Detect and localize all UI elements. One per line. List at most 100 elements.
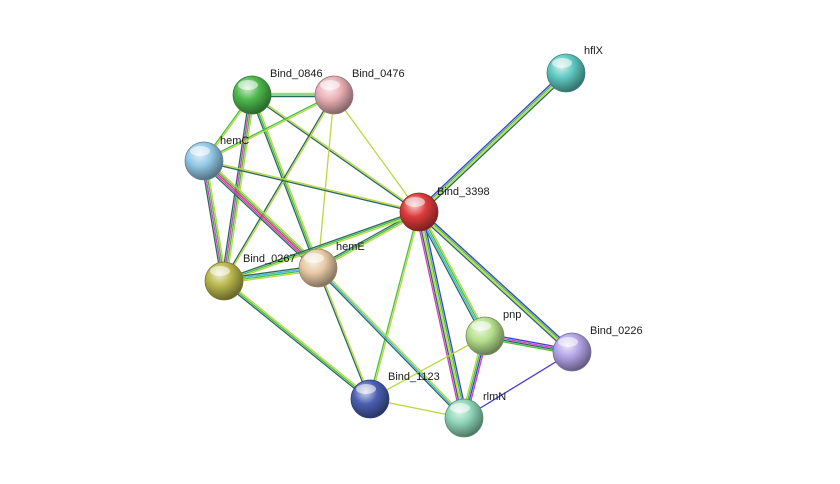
edge-Bind_0846-Bind_3398	[250, 93, 421, 214]
node-Bind_3398[interactable]: Bind_3398	[399, 186, 490, 232]
node-hflX[interactable]: hflX	[546, 45, 604, 93]
node-label: Bind_0846	[270, 68, 323, 80]
node-highlight	[210, 266, 230, 276]
edge-pnp-Bind_1123	[369, 335, 486, 400]
node-label: rlmN	[483, 391, 506, 403]
edge-strand	[418, 210, 574, 353]
node-highlight	[558, 337, 578, 347]
edge-strand	[203, 95, 336, 163]
node-highlight	[238, 80, 258, 90]
edge-strand	[419, 210, 487, 337]
node-hemE[interactable]: hemE	[298, 241, 365, 288]
edge-strand	[251, 93, 421, 212]
edge-Bind_0267-Bind_1123	[222, 279, 372, 401]
node-label: Bind_0267	[243, 253, 296, 265]
edge-strand	[203, 159, 420, 212]
node-Bind_1123[interactable]: Bind_1123	[350, 371, 440, 419]
edge-strand	[416, 70, 566, 211]
node-label: Bind_1123	[388, 371, 440, 383]
edge-strand	[421, 210, 468, 418]
edge-hemC-hemE	[201, 158, 321, 271]
edge-Bind_0476-hemC	[202, 93, 336, 163]
edge-strand	[224, 279, 372, 399]
edge-Bind_3398-Bind_1123	[368, 211, 421, 400]
node-Bind_0846[interactable]: Bind_0846	[232, 68, 323, 115]
edge-strand	[419, 209, 575, 351]
edge-hemE-rlmN	[316, 266, 466, 420]
edge-Bind_3398-Bind_0226	[416, 209, 575, 355]
edge-strand	[370, 211, 421, 400]
edge-strand	[224, 94, 336, 283]
edge-strand	[420, 210, 488, 336]
edge-strand	[416, 211, 464, 419]
edge-strand	[418, 211, 465, 419]
node-Bind_0267[interactable]: Bind_0267	[204, 253, 296, 301]
edge-Bind_0476-Bind_0267	[222, 93, 336, 283]
edge-strand	[202, 161, 318, 270]
edge-strand	[416, 213, 572, 355]
node-label: hemC	[220, 135, 249, 147]
edge-strand	[418, 72, 568, 214]
node-highlight	[356, 384, 376, 394]
node-highlight	[320, 80, 340, 90]
node-hemC[interactable]: hemC	[184, 135, 249, 181]
edge-strand	[203, 160, 319, 269]
node-label: hemE	[336, 241, 365, 253]
edge-strand	[204, 159, 320, 268]
edge-layer	[200, 70, 575, 420]
edge-strand	[201, 162, 317, 271]
edge-strand	[419, 211, 467, 419]
edge-strand	[317, 267, 465, 419]
node-label: pnp	[503, 309, 521, 321]
edge-Bind_0226-rlmN	[463, 351, 573, 419]
edge-strand	[316, 267, 370, 400]
node-highlight	[190, 146, 210, 156]
edge-strand	[203, 161, 420, 214]
edge-strand	[222, 93, 334, 282]
edge-strand	[202, 93, 335, 161]
edge-strand	[222, 209, 420, 281]
edge-strand	[417, 71, 567, 213]
edge-strand	[202, 160, 224, 282]
edge-strand	[463, 351, 573, 419]
edge-strand	[415, 212, 462, 420]
node-label: Bind_3398	[437, 186, 490, 198]
edge-strand	[224, 94, 254, 282]
edge-strand	[416, 212, 484, 338]
edge-Bind_3398-rlmN	[415, 210, 468, 420]
edge-strand	[417, 211, 573, 354]
edge-strand	[333, 94, 420, 213]
edge-Bind_0476-hemE	[317, 94, 335, 269]
edge-Bind_3398-hflX	[416, 70, 569, 215]
edge-strand	[318, 266, 466, 418]
edge-strand	[225, 94, 256, 283]
node-label: hflX	[584, 45, 604, 57]
edge-strand	[200, 160, 223, 283]
edge-strand	[368, 211, 419, 400]
node-highlight	[405, 197, 425, 207]
edge-hemC-Bind_3398	[203, 159, 420, 214]
node-highlight	[471, 321, 491, 331]
edge-strand	[223, 212, 421, 284]
node-highlight	[450, 403, 470, 413]
node-pnp[interactable]: pnp	[465, 309, 521, 356]
edge-Bind_3398-Bind_0267	[222, 209, 421, 284]
edge-strand	[318, 267, 372, 400]
edge-strand	[417, 211, 485, 338]
edge-Bind_3398-pnp	[416, 210, 488, 338]
edge-hemE-Bind_1123	[316, 267, 372, 400]
node-rlmN[interactable]: rlmN	[444, 391, 506, 438]
node-Bind_0226[interactable]: Bind_0226	[552, 325, 643, 372]
edge-strand	[317, 94, 335, 269]
edge-strand	[223, 211, 420, 282]
node-Bind_0476[interactable]: Bind_0476	[314, 68, 405, 115]
edge-hemC-Bind_0267	[200, 159, 228, 283]
edge-Bind_0476-Bind_3398	[333, 94, 420, 213]
edge-strand	[222, 281, 370, 401]
edge-strand	[205, 158, 321, 267]
edge-strand	[316, 268, 464, 420]
node-highlight	[552, 58, 572, 68]
edge-strand	[419, 74, 569, 215]
